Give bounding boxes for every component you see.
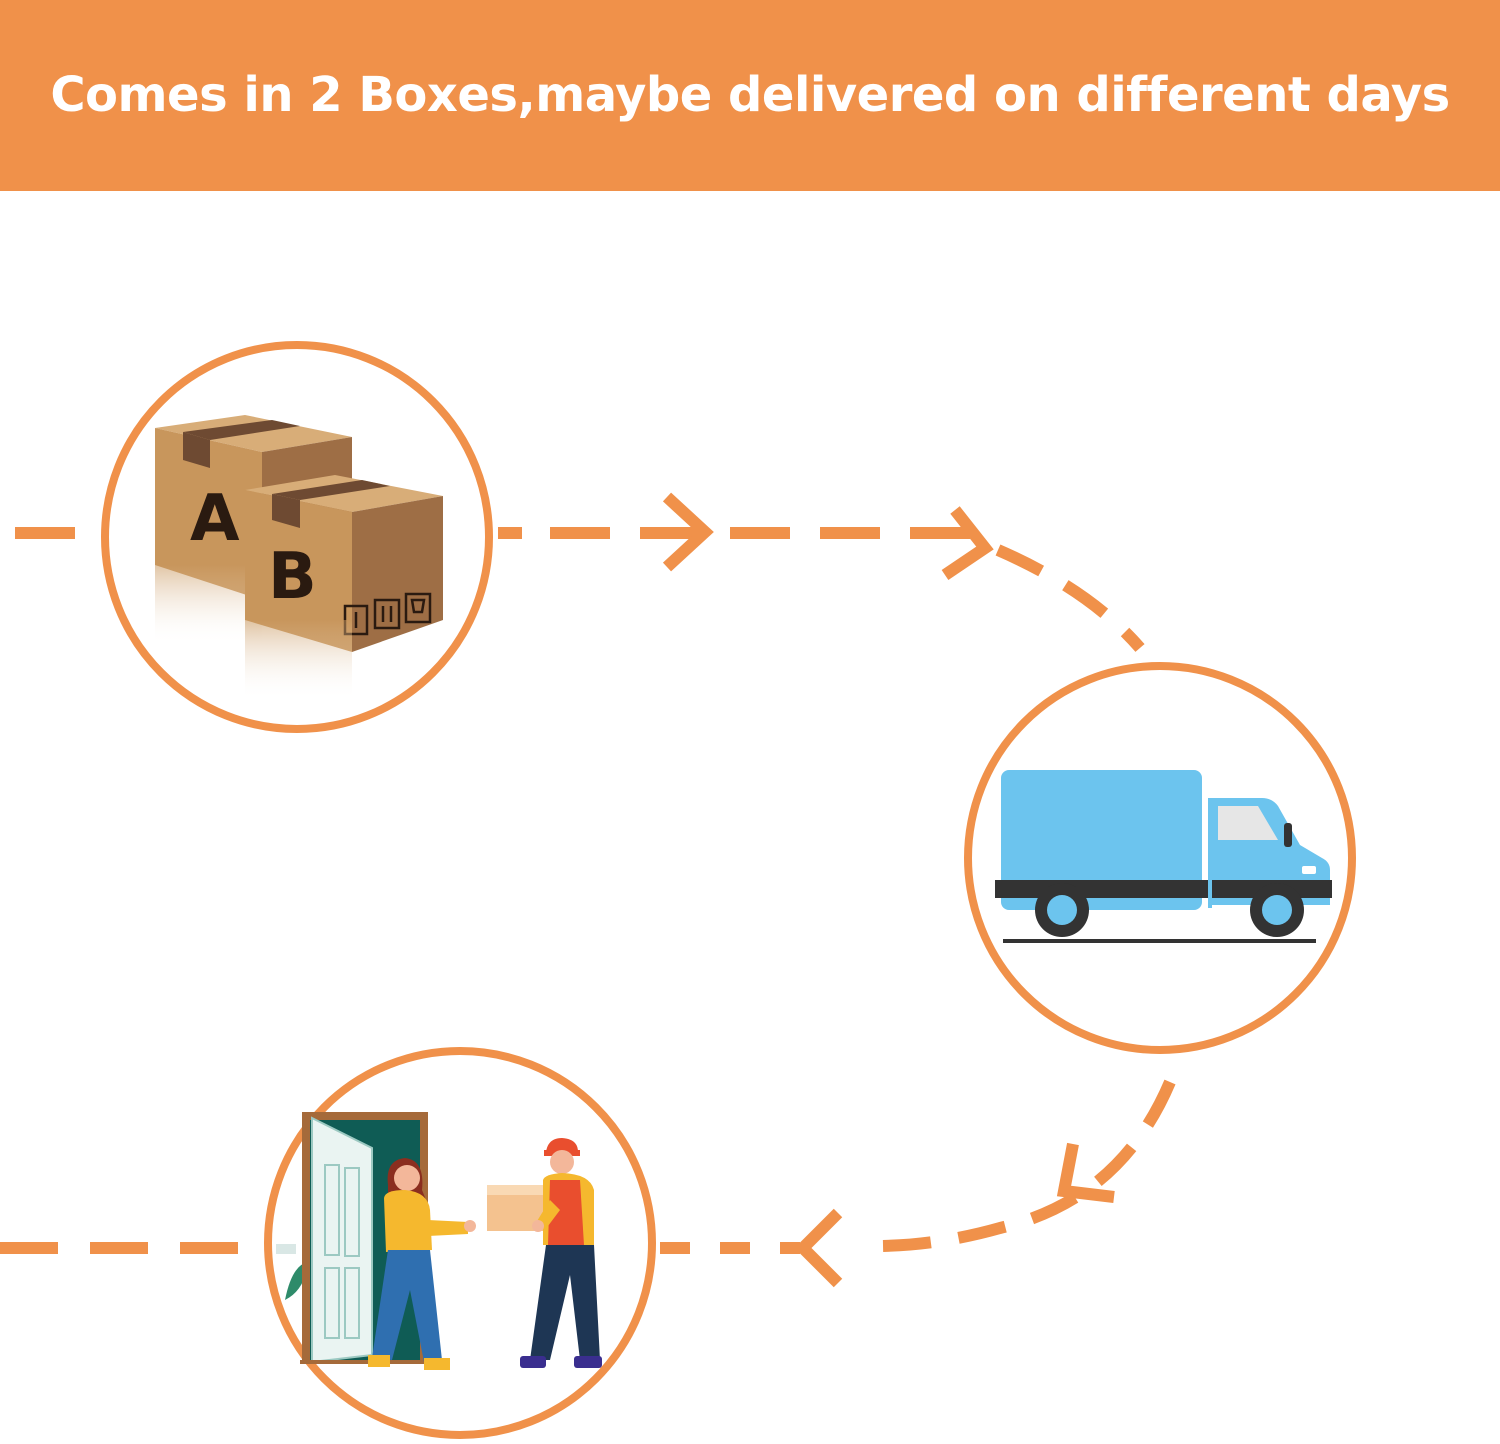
dash-curve xyxy=(995,544,1145,652)
arrow-down-left-icon xyxy=(1056,1142,1115,1203)
customer-figure xyxy=(368,1158,476,1370)
dashed-path xyxy=(0,527,1176,1254)
arrow-right-icon xyxy=(941,506,994,580)
dash-curve xyxy=(879,1079,1176,1252)
courier-figure xyxy=(520,1138,602,1368)
two-cardboard-boxes-icon: A B xyxy=(155,415,443,700)
arrow-right-icon xyxy=(662,492,714,572)
header-banner: Comes in 2 Boxes,maybe delivered on diff… xyxy=(0,0,1500,191)
step-circle-boxes: A B xyxy=(101,341,493,733)
handling-symbols-icon xyxy=(343,592,432,636)
delivery-truck-icon xyxy=(995,770,1332,943)
courier-handing-package-icon xyxy=(276,1112,602,1370)
box-a-label: A xyxy=(190,482,240,556)
header-title: Comes in 2 Boxes,maybe delivered on diff… xyxy=(50,66,1450,123)
step-circle-truck xyxy=(964,662,1356,1054)
arrow-left-icon xyxy=(794,1208,843,1288)
step-circle-delivery xyxy=(264,1047,656,1439)
box-b-label: B xyxy=(268,540,317,614)
